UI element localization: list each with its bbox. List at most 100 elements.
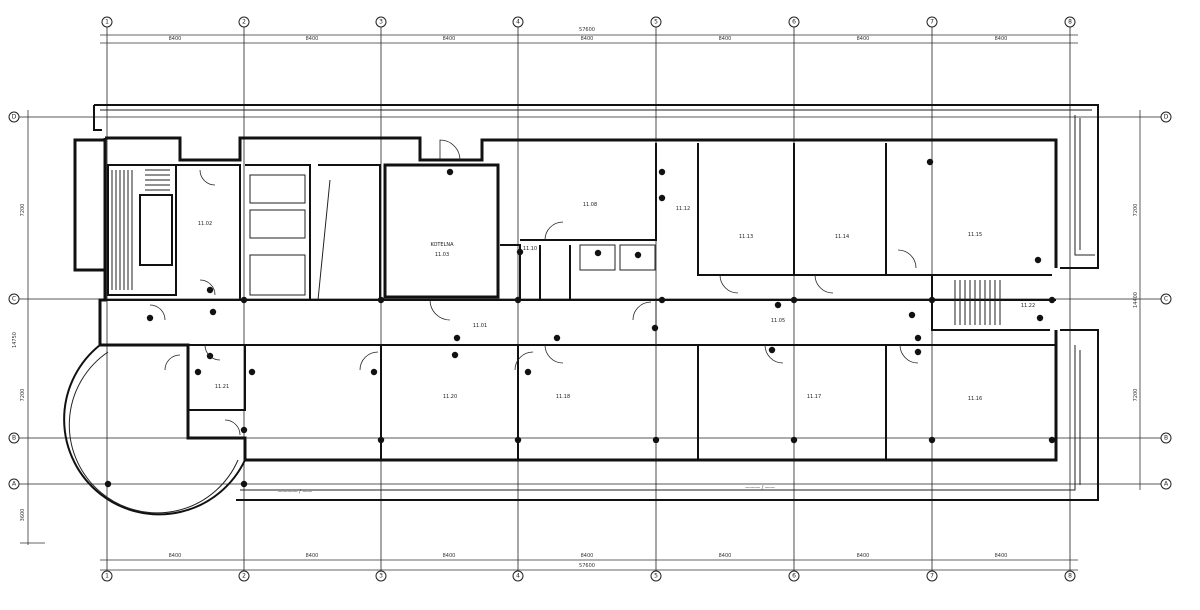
grid-bubble-top-2-label: 2 <box>242 19 246 26</box>
column-marker <box>206 286 214 294</box>
grid-bubbles-right: D C B A <box>1160 111 1172 490</box>
column-marker <box>634 251 642 259</box>
grid-bubble-bottom-5 <box>650 570 662 582</box>
door-circle <box>224 419 241 436</box>
structural-columns <box>104 158 1056 488</box>
top-dim-3: 8400 <box>443 36 456 42</box>
grid-bubble-right-B-label: B <box>1164 435 1168 442</box>
grid-bubble-top-3-label: 3 <box>379 19 383 26</box>
grid-bubble-left-C-label: C <box>12 296 16 303</box>
side-dimension-labels: 7200 14750 7200 3600 7200 14400 7200 <box>12 204 1139 522</box>
stair-left-frame <box>107 164 177 296</box>
room-wedge-diagonal <box>317 179 331 301</box>
bottom-dim-3: 8400 <box>443 553 456 559</box>
left-dim-3: 7200 <box>20 389 26 402</box>
door-11-08 <box>544 221 564 241</box>
left-dim-2: 14750 <box>12 332 18 348</box>
top-dim-4: 8400 <box>581 36 594 42</box>
bottom-dim-total: 57600 <box>579 563 595 569</box>
column-marker <box>553 334 561 342</box>
doors <box>149 139 919 436</box>
grid-bubble-top-5 <box>650 16 662 28</box>
column-marker <box>240 480 248 488</box>
bottom-dim-2: 8400 <box>306 553 319 559</box>
column-marker <box>240 426 248 434</box>
grid-bubble-bottom-8-label: 8 <box>1068 573 1072 580</box>
door-11-16 <box>899 344 919 364</box>
room-11-14-walls <box>794 143 887 276</box>
door-11-14 <box>814 274 834 294</box>
column-marker <box>370 368 378 376</box>
parapet-inner-bottom <box>240 345 1076 491</box>
wc-walls <box>539 245 571 300</box>
door-11-02 <box>199 169 216 186</box>
column-marker <box>514 296 522 304</box>
bottom-notes: ———— / —— ——— / —— <box>278 485 775 495</box>
door-11-13 <box>719 274 739 294</box>
column-marker <box>240 296 248 304</box>
door-11-15 <box>897 249 917 269</box>
top-dim-2: 8400 <box>306 36 319 42</box>
room-name-kotelna: KOTELNA <box>430 242 454 248</box>
column-marker <box>774 301 782 309</box>
grid-bubble-left-D <box>8 111 20 123</box>
column-marker <box>790 296 798 304</box>
grid-bubble-top-4 <box>512 16 524 28</box>
room-wedge-walls <box>318 164 381 300</box>
stair-right-walls <box>931 275 1050 331</box>
top-dim-6: 8400 <box>857 36 870 42</box>
room-kotelna <box>383 163 500 299</box>
right-dim-1: 7200 <box>1133 204 1139 217</box>
grid-bubble-top-1-label: 1 <box>105 19 109 26</box>
grid-bubble-bottom-3-label: 3 <box>379 573 383 580</box>
grid-bubble-right-C <box>1160 293 1172 305</box>
right-dim-2: 14400 <box>1133 292 1139 308</box>
grid-bubble-left-C <box>8 293 20 305</box>
room-label-11-02: 11.02 <box>198 221 212 227</box>
note-bottom-right: ——— / —— <box>745 485 775 491</box>
door-top-1 <box>439 139 461 161</box>
room-label-11-17: 11.17 <box>807 394 821 400</box>
envelope-top <box>105 136 1058 268</box>
door-corridor <box>632 301 652 321</box>
stair-left-core <box>139 194 173 266</box>
room-label-11-16: 11.16 <box>968 396 982 402</box>
grid-bubbles-left: D C B A <box>8 111 20 490</box>
column-marker <box>768 346 776 354</box>
grid-bubbles-top: 1 2 3 4 5 6 7 8 <box>101 16 1076 28</box>
room-11-02-walls <box>176 164 241 300</box>
grid-bubble-right-B <box>1160 432 1172 444</box>
left-dim-4: 3600 <box>20 509 26 522</box>
lift-2 <box>249 209 306 239</box>
grid-bubbles-bottom: 1 2 3 4 5 6 7 8 <box>101 570 1076 582</box>
top-dimension-labels: 8400 8400 8400 8400 8400 8400 8400 57600 <box>169 27 1008 42</box>
grid-bubble-bottom-2 <box>238 570 250 582</box>
room-label-11-03: 11.03 <box>435 252 449 258</box>
parapet-right-upper <box>1074 115 1095 256</box>
stair-block-left <box>73 138 177 296</box>
grid-bubble-left-A <box>8 478 20 490</box>
grid-bubble-top-1 <box>101 16 113 28</box>
column-marker <box>377 436 385 444</box>
column-marker <box>914 348 922 356</box>
top-dim-total: 57600 <box>579 27 595 33</box>
column-marker <box>926 158 934 166</box>
grid-bubble-top-8-label: 8 <box>1068 19 1072 26</box>
column-marker <box>146 314 154 322</box>
column-marker <box>658 168 666 176</box>
column-marker <box>1036 314 1044 322</box>
top-dim-5: 8400 <box>719 36 732 42</box>
column-marker <box>908 311 916 319</box>
room-11-13-walls <box>697 143 795 276</box>
grid-bubble-left-B-label: B <box>12 435 16 442</box>
grid-bubble-left-D-label: D <box>12 114 17 121</box>
bottom-dimension-labels: 8400 8400 8400 8400 8400 8400 8400 57600 <box>169 553 1008 569</box>
column-marker <box>1034 256 1042 264</box>
lift-3 <box>249 254 306 296</box>
circular-extension <box>63 344 246 516</box>
grid-bubble-top-4-label: 4 <box>516 19 520 26</box>
grid-bubble-left-B <box>8 432 20 444</box>
top-dim-1: 8400 <box>169 36 182 42</box>
room-label-11-08: 11.08 <box>583 202 597 208</box>
grid-bubble-bottom-6-label: 6 <box>792 573 796 580</box>
